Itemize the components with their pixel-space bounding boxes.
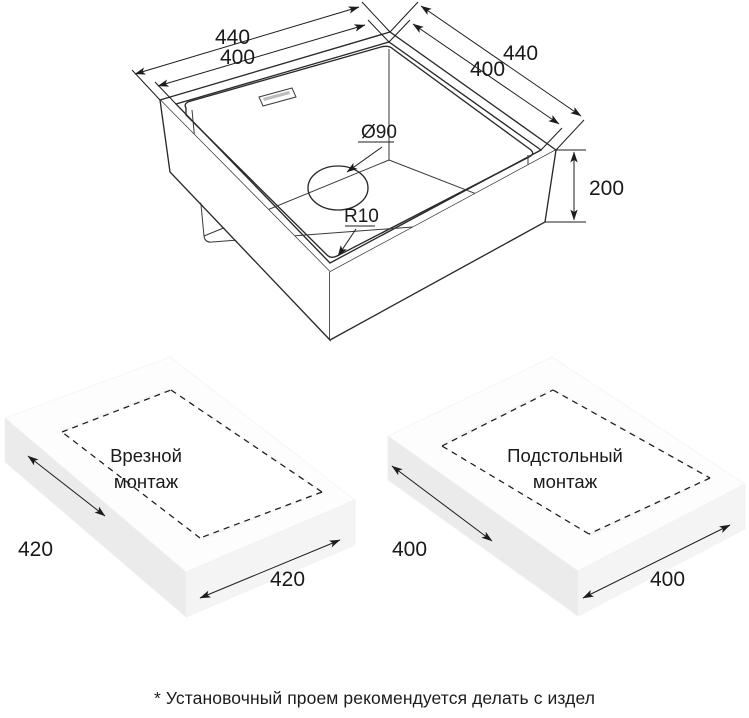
- dim-right-inner-400: [388, 19, 563, 151]
- undermount-view: Подстольный монтаж 400 400: [387, 356, 746, 617]
- dim-right-outer-label: 440: [503, 42, 538, 65]
- drain-leader: [346, 141, 394, 173]
- footnote-text: * Установочный проем рекомендуется делат…: [153, 688, 596, 708]
- undermount-label-line2: монтаж: [533, 471, 598, 492]
- dim-height-200: [545, 149, 586, 223]
- dim-left-inner-label: 400: [220, 46, 255, 69]
- corner-radius-label: R10: [344, 206, 379, 227]
- undermount-label-line1: Подстольный: [507, 445, 623, 466]
- drain-diameter-label: Ø90: [361, 122, 397, 143]
- drop-in-mount-view: Врезной монтаж 420 420: [4, 356, 356, 618]
- drop-in-dim-left: [27, 455, 106, 517]
- dim-height-label: 200: [589, 177, 624, 200]
- undermount-dim-right-label: 400: [650, 568, 685, 591]
- dim-right-inner-label: 400: [470, 58, 505, 81]
- drop-in-dim-right: [199, 539, 341, 599]
- undermount-dim-left: [391, 465, 493, 542]
- sink-basin-opening: [184, 45, 534, 258]
- dim-left-inner-400: [154, 19, 390, 105]
- drop-in-label-line1: Врезной: [110, 445, 182, 466]
- undermount-cutout-outline: [441, 389, 711, 535]
- drop-in-dim-left-label: 420: [18, 538, 53, 561]
- sink-isometric-view: Ø90 R10 440 400: [131, 1, 624, 342]
- drop-in-label-line2: монтаж: [114, 471, 179, 492]
- brand-logo-plate: [258, 87, 297, 107]
- drop-in-dim-right-label: 420: [270, 568, 305, 591]
- undermount-dim-right: [582, 524, 731, 599]
- drop-in-cutout-outline: [61, 389, 323, 539]
- radius-leader: [337, 225, 375, 257]
- drain-hole: [307, 165, 369, 211]
- undermount-dim-left-label: 400: [392, 538, 427, 561]
